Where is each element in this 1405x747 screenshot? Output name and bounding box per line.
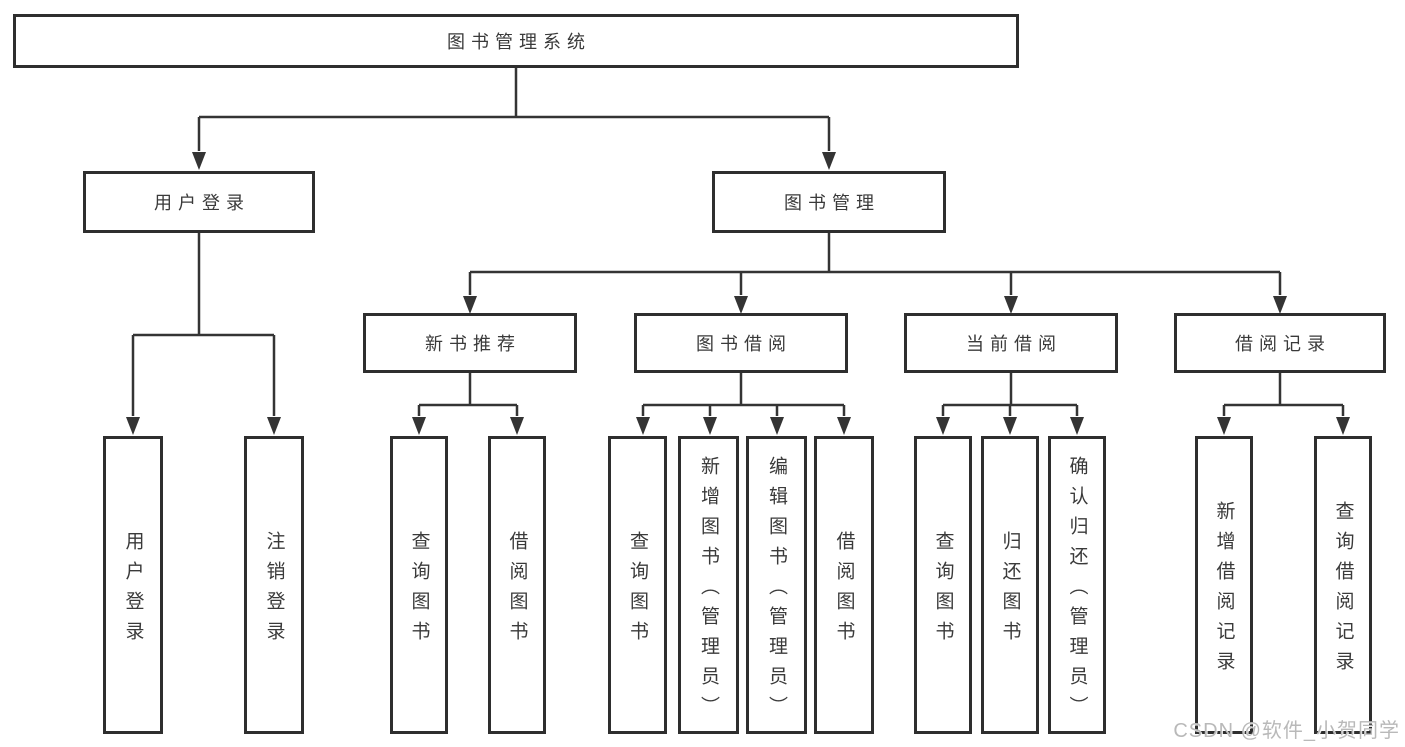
node-book-management-branch: 图书管理 [712, 171, 946, 233]
leaf-query-books-borrowing: 查询图书 [608, 436, 667, 734]
leaf-return-books: 归还图书 [981, 436, 1039, 734]
leaf-borrow-books: 借阅图书 [814, 436, 874, 734]
node-current-borrowing: 当前借阅 [904, 313, 1118, 373]
leaf-edit-books-admin: 编辑图书（管理员） [746, 436, 807, 734]
leaf-query-books-recommend: 查询图书 [390, 436, 448, 734]
node-book-borrowing: 图书借阅 [634, 313, 848, 373]
leaf-add-books-admin: 新增图书（管理员） [678, 436, 739, 734]
leaf-user-login: 用户登录 [103, 436, 163, 734]
node-new-book-recommendation: 新书推荐 [363, 313, 577, 373]
leaf-add-borrow-record: 新增借阅记录 [1195, 436, 1253, 734]
node-library-management-system: 图书管理系统 [13, 14, 1019, 68]
leaf-confirm-return-admin: 确认归还（管理员） [1048, 436, 1106, 734]
leaf-logout: 注销登录 [244, 436, 304, 734]
node-user-login-branch: 用户登录 [83, 171, 315, 233]
leaf-query-books-current: 查询图书 [914, 436, 972, 734]
leaf-borrow-books-recommend: 借阅图书 [488, 436, 546, 734]
node-borrowing-records: 借阅记录 [1174, 313, 1386, 373]
leaf-query-borrow-record: 查询借阅记录 [1314, 436, 1372, 734]
